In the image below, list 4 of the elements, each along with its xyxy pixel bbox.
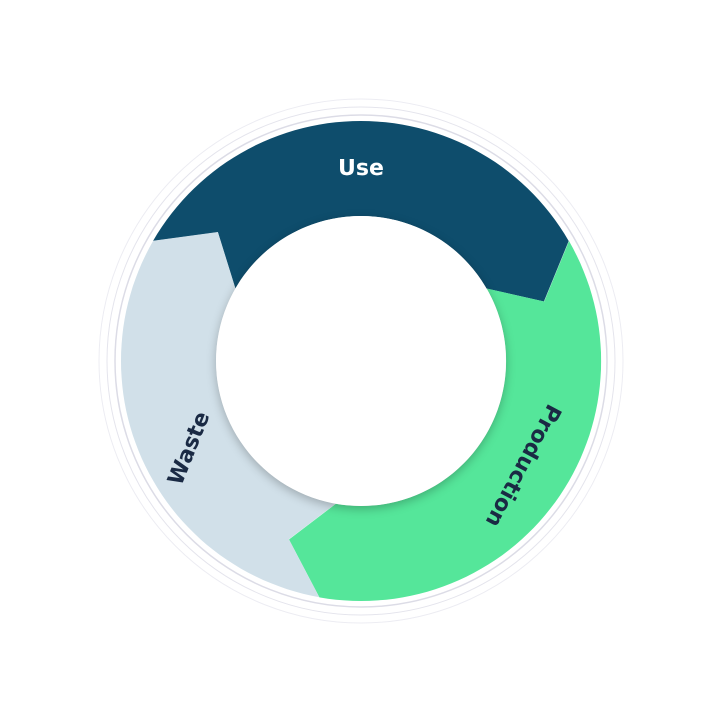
cycle-segment: [153, 121, 569, 302]
segment-label: Use: [338, 156, 384, 181]
cycle-segment: [288, 241, 601, 601]
cycle-segment: [121, 232, 336, 598]
